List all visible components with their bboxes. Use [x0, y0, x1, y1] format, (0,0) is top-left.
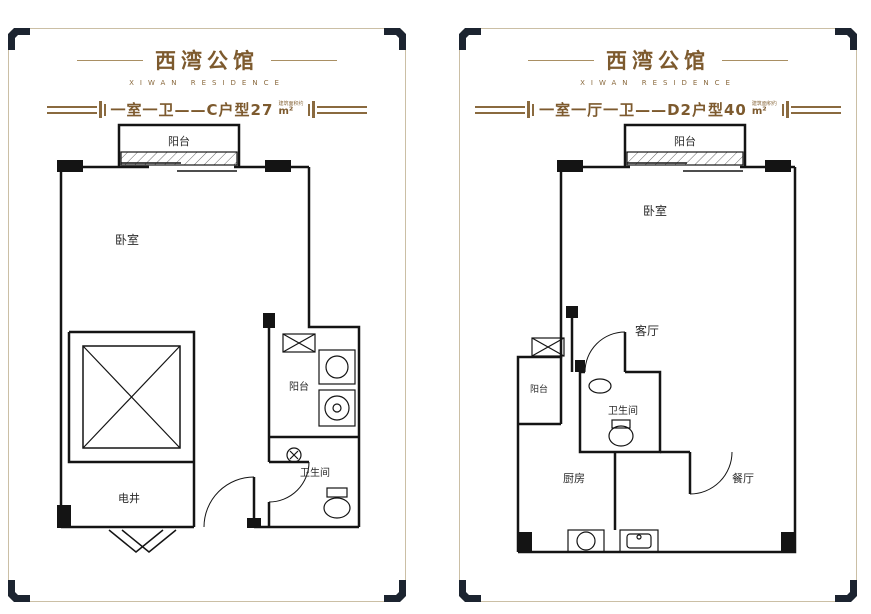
- brand-title: 西湾公馆: [606, 48, 710, 73]
- unit-titlebar: 一室一卫——C户型27 建筑面积约 m²: [9, 99, 405, 120]
- brand-line-left: [528, 59, 594, 61]
- title-cap: [103, 103, 106, 116]
- window-box-icon: [531, 337, 565, 357]
- window-hatch-icon: [626, 151, 744, 166]
- corner-ornament-icon: [834, 27, 858, 51]
- floorplan-card-c: 西湾公馆 XIWAN RESIDENCE 一室一卫——C户型27 建筑面积约 m…: [8, 28, 406, 602]
- window-hatch-icon: [120, 151, 238, 166]
- title-rail-left: [46, 105, 97, 114]
- room-label-shaft: 电井: [118, 491, 140, 505]
- unit-titlebar: 一室一厅一卫——D2户型40 建筑面积约 m²: [460, 99, 856, 120]
- room-label-balcony-side: 阳台: [530, 383, 548, 395]
- title-rail-left: [475, 105, 526, 114]
- washer-icon: [567, 529, 605, 553]
- room-labels: 阳台 卧室 客厅 阳台 卫生间 厨房 餐厅: [530, 134, 754, 485]
- toilet-icon: [326, 487, 348, 498]
- kitchen-sink-icon: [619, 529, 659, 553]
- room-label-balcony-top: 阳台: [168, 134, 190, 148]
- toilet-icon: [611, 419, 631, 429]
- room-label-living: 客厅: [635, 323, 659, 338]
- bath-door-arc-icon: [268, 461, 310, 503]
- structural-columns: [518, 160, 795, 552]
- area-note: 建筑面积约: [751, 101, 777, 107]
- corner-ornament-icon: [383, 27, 407, 51]
- sliding-door-icon: [121, 162, 237, 172]
- walls: [59, 123, 361, 529]
- fixtures: [531, 151, 744, 553]
- floorplan-card-d2: 西湾公馆 XIWAN RESIDENCE 一室一厅一卫——D2户型40 建筑面积…: [459, 28, 857, 602]
- corner-ornament-icon: [458, 27, 482, 51]
- elevator-shaft-icon: [82, 345, 181, 449]
- brand-line-right: [722, 59, 788, 61]
- title-cap: [98, 101, 102, 118]
- room-label-kitchen: 厨房: [563, 472, 585, 485]
- area-unit: m²: [751, 106, 767, 117]
- area-unit-stack: 建筑面积约 m²: [278, 102, 303, 117]
- area-note: 建筑面积约: [278, 101, 304, 107]
- basin-icon: [588, 378, 612, 394]
- brand-subtitle: XIWAN RESIDENCE: [580, 79, 736, 87]
- corner-ornament-icon: [7, 579, 31, 603]
- brand-header: 西湾公馆: [9, 45, 405, 75]
- bath-door-arc-icon: [584, 331, 626, 373]
- shower-icon: [286, 447, 302, 463]
- room-label-balcony-side: 阳台: [289, 380, 309, 393]
- title-cap: [532, 103, 535, 116]
- room-label-bedroom: 卧室: [643, 203, 667, 218]
- title-rail-right: [790, 105, 841, 114]
- corner-ornament-icon: [383, 579, 407, 603]
- unit-title: 一室一卫——C户型27: [110, 101, 274, 119]
- unit-title: 一室一厅一卫——D2户型40: [539, 101, 747, 119]
- brand-line-left: [77, 59, 143, 61]
- floorplan-drawing-d2: 阳台 卧室 客厅 阳台 卫生间 厨房 餐厅: [516, 123, 797, 554]
- sliding-door-icon: [627, 162, 743, 172]
- brand-line-right: [271, 59, 337, 61]
- title-cap: [785, 101, 789, 118]
- brand-subtitle: XIWAN RESIDENCE: [129, 79, 285, 87]
- floorplan-drawing-c: 阳台 卧室 电井 阳台 卫生间: [57, 123, 361, 553]
- title-rail-right: [317, 105, 368, 114]
- washer-icon: [318, 349, 356, 385]
- room-label-balcony-top: 阳台: [674, 134, 696, 148]
- room-label-dining: 餐厅: [732, 471, 754, 485]
- brand-title: 西湾公馆: [155, 48, 259, 73]
- title-cap: [308, 103, 311, 116]
- room-label-bathroom: 卫生间: [608, 404, 638, 417]
- corner-ornament-icon: [7, 27, 31, 51]
- title-cap: [527, 101, 531, 118]
- room-label-bathroom: 卫生间: [300, 466, 330, 479]
- title-cap: [312, 101, 316, 118]
- area-unit: m²: [278, 106, 294, 117]
- area-unit-stack: 建筑面积约 m²: [752, 102, 777, 117]
- structural-columns: [57, 160, 291, 528]
- fixtures: [82, 151, 356, 553]
- brand-header: 西湾公馆: [460, 45, 856, 75]
- entry-door-arc-icon: [203, 476, 255, 528]
- corner-ornament-icon: [458, 579, 482, 603]
- corner-ornament-icon: [834, 579, 858, 603]
- room-label-bedroom: 卧室: [115, 232, 139, 247]
- washer-icon: [318, 389, 356, 427]
- title-cap: [781, 103, 784, 116]
- elevator-x-icon: [82, 345, 181, 449]
- shaft-chevron-icon: [108, 529, 177, 553]
- room-labels: 阳台 卧室 电井 阳台 卫生间: [115, 134, 330, 505]
- hall-door-arc-icon: [689, 451, 733, 495]
- window-box-icon: [282, 333, 316, 353]
